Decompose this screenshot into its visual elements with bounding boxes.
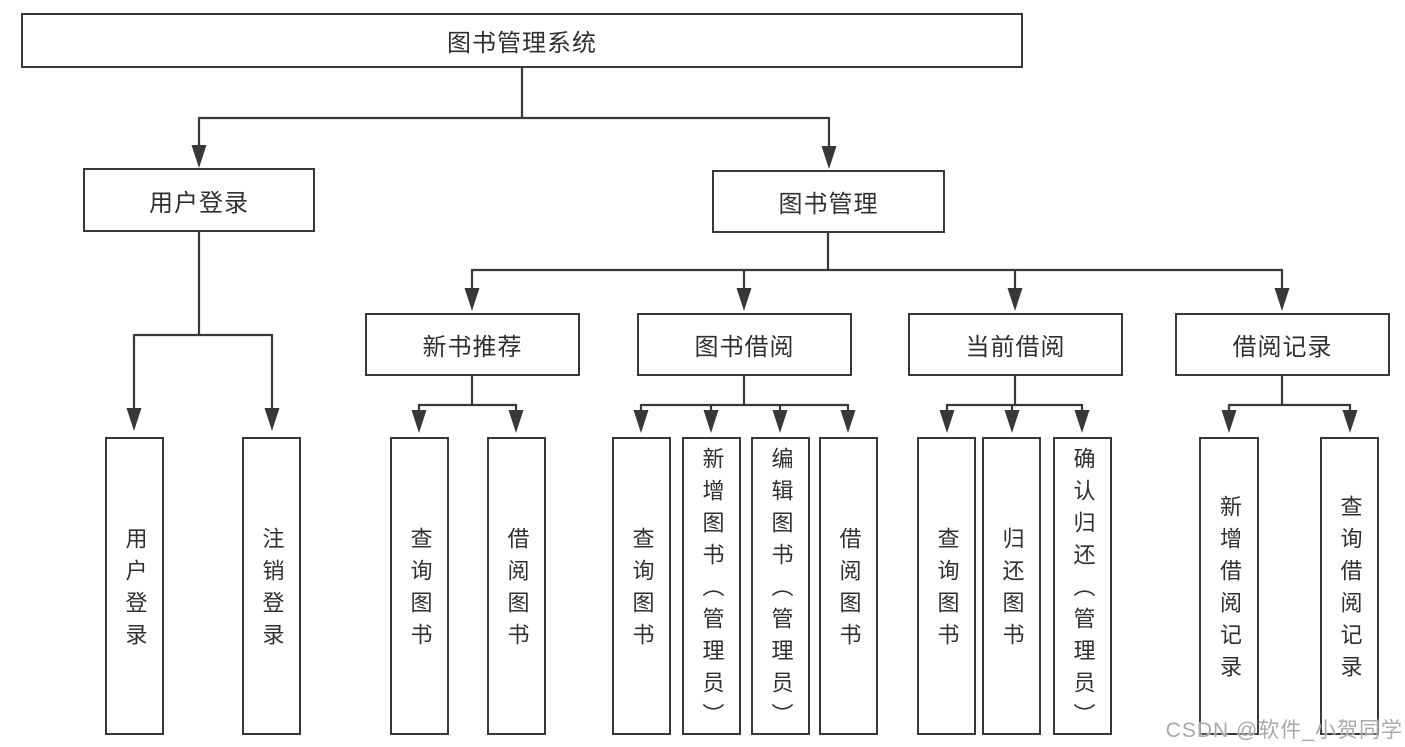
connector-root-split	[197, 68, 831, 147]
node-library-system: 图书管理系统	[21, 13, 1023, 68]
arrow-down-icon	[772, 410, 788, 433]
node-leaf-user-login: 用户登录	[105, 437, 164, 735]
node-label: 注销登录	[259, 527, 285, 655]
connector-book-borrowing-split	[639, 376, 850, 412]
arrowheads	[126, 145, 1358, 433]
node-leaf-add-books-admin: 新增图书（管理员）	[682, 437, 741, 735]
node-label: 当前借阅	[965, 334, 1066, 361]
node-label: 借阅图书	[836, 527, 862, 655]
node-leaf-query-borrow-record: 查询借阅记录	[1320, 437, 1379, 735]
node-leaf-query-books-borrowing: 查询图书	[612, 437, 671, 735]
arrow-down-icon	[191, 145, 207, 168]
node-label: 新增借阅记录	[1217, 495, 1242, 687]
connector-new-book-split	[417, 376, 518, 412]
node-label: 查询图书	[407, 527, 433, 655]
node-label: 新书推荐	[422, 334, 523, 361]
node-borrowing-records: 借阅记录	[1175, 313, 1390, 376]
arrow-down-icon	[939, 410, 955, 433]
arrow-down-icon	[703, 410, 719, 433]
arrow-down-icon	[464, 288, 480, 311]
arrow-down-icon	[1004, 410, 1020, 433]
arrow-down-icon	[1074, 410, 1090, 433]
node-leaf-add-borrow-record: 新增借阅记录	[1199, 437, 1259, 735]
node-leaf-confirm-return-admin: 确认归还（管理员）	[1053, 437, 1112, 735]
node-label: 用户登录	[149, 189, 249, 217]
arrow-down-icon	[1274, 288, 1290, 311]
node-label: 查询图书	[629, 527, 655, 655]
arrow-down-icon	[1221, 410, 1237, 433]
node-label: 查询图书	[934, 527, 960, 655]
node-user-login: 用户登录	[83, 168, 315, 232]
node-label: 编辑图书（管理员）	[768, 447, 794, 735]
node-label: 图书管理系统	[447, 30, 597, 57]
arrow-down-icon	[633, 410, 649, 433]
node-label: 查询借阅记录	[1337, 495, 1363, 687]
node-label: 图书管理	[778, 191, 879, 218]
connector-borrowing-records-split	[1227, 376, 1352, 412]
node-leaf-query-books-current: 查询图书	[917, 437, 976, 735]
node-label: 借阅记录	[1232, 334, 1333, 361]
node-label: 图书借阅	[694, 334, 795, 361]
connector-current-borrowing-split	[945, 376, 1084, 412]
node-new-book-recommendation: 新书推荐	[365, 313, 580, 376]
node-leaf-return-books: 归还图书	[982, 437, 1041, 735]
node-leaf-query-books-recommend: 查询图书	[390, 437, 449, 735]
node-leaf-logout: 注销登录	[242, 437, 301, 735]
arrow-down-icon	[736, 288, 752, 311]
node-current-borrowing: 当前借阅	[908, 313, 1123, 376]
node-book-borrowing: 图书借阅	[637, 313, 852, 376]
node-label: 确认归还（管理员）	[1070, 447, 1096, 735]
connector-user-login-split	[132, 232, 274, 410]
node-label: 新增图书（管理员）	[699, 447, 725, 735]
arrow-down-icon	[1342, 410, 1358, 433]
arrow-down-icon	[1007, 288, 1023, 311]
node-label: 归还图书	[999, 527, 1025, 655]
node-leaf-borrow-books-borrowing: 借阅图书	[819, 437, 878, 735]
arrow-down-icon	[840, 410, 856, 433]
arrow-down-icon	[821, 146, 837, 169]
arrow-down-icon	[411, 410, 427, 433]
connector-book-management-split	[470, 233, 1284, 290]
node-label: 借阅图书	[504, 527, 530, 655]
csdn-watermark: CSDN @软件_小贺同学	[1165, 719, 1403, 742]
arrow-down-icon	[508, 410, 524, 433]
node-leaf-borrow-books-recommend: 借阅图书	[487, 437, 546, 735]
node-book-management: 图书管理	[712, 170, 945, 233]
arrow-down-icon	[126, 408, 142, 431]
arrow-down-icon	[264, 408, 280, 431]
node-label: 用户登录	[122, 527, 148, 655]
node-leaf-edit-books-admin: 编辑图书（管理员）	[751, 437, 810, 735]
